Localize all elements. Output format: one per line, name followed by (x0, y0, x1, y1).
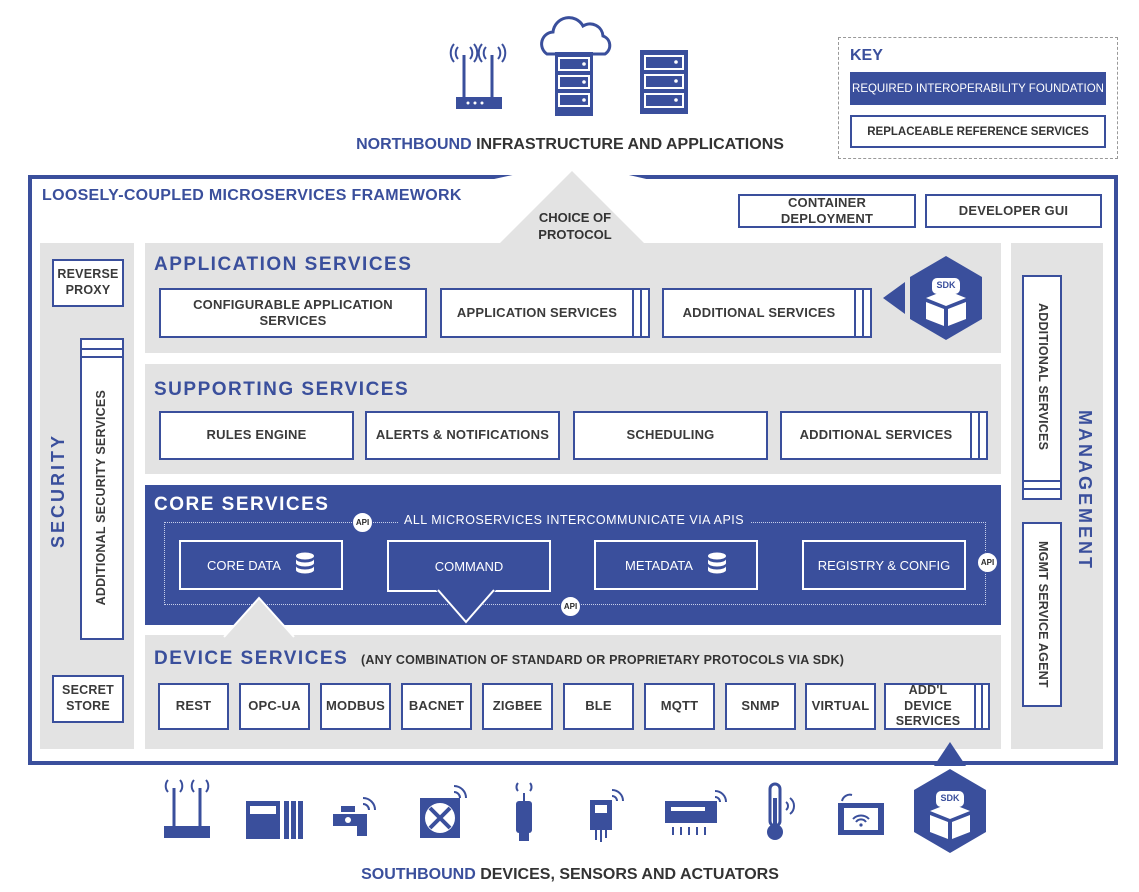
app-additional-services-box: ADDITIONAL SERVICES (662, 288, 872, 338)
supporting-services-title: SUPPORTING SERVICES (154, 379, 410, 400)
api-badge-top: API (352, 512, 373, 533)
arrow-up-icon (934, 742, 966, 766)
device-snmp-box: SNMP (725, 683, 796, 730)
stripes (1024, 488, 1060, 490)
cloud-server-icon (540, 16, 612, 116)
device-zigbee-box: ZIGBEE (482, 683, 553, 730)
device-addl-services-label: ADD'L DEVICE SERVICES (895, 683, 961, 729)
device-services-title: DEVICE SERVICES (ANY COMBINATION OF STAN… (154, 648, 844, 670)
metadata-label: METADATA (625, 557, 693, 573)
command-box: COMMAND (387, 540, 551, 592)
configurable-application-services-box: CONFIGURABLE APPLICATION SERVICES (159, 288, 427, 338)
scheduling-box: SCHEDULING (573, 411, 768, 460)
management-label: MANAGEMENT (1075, 410, 1095, 571)
meter-sensor-icon (590, 789, 624, 842)
device-services-title-text: DEVICE SERVICES (154, 648, 349, 669)
core-data-box: CORE DATA (179, 540, 343, 590)
stripes (862, 290, 864, 336)
application-services-title: APPLICATION SERVICES (154, 254, 413, 275)
water-valve-icon (333, 797, 376, 836)
southbound-title: SOUTHBOUND DEVICES, SENSORS AND ACTUATOR… (330, 866, 810, 884)
sup-additional-services-box: ADDITIONAL SERVICES (780, 411, 988, 460)
sdk-hexagon-icon (914, 769, 986, 853)
security-label: SECURITY (48, 432, 68, 548)
smart-thermostat-icon (838, 793, 884, 835)
core-services-title: CORE SERVICES (154, 494, 330, 515)
choice-of-protocol-label: CHOICE OF PROTOCOL (538, 210, 612, 242)
stripes (82, 348, 122, 350)
database-icon (295, 552, 314, 574)
additional-security-services-label: ADDITIONAL SECURITY SERVICES (94, 390, 109, 606)
server-rack-icon (640, 50, 688, 114)
mgmt-service-agent-box: MGMT SERVICE AGENT (1022, 522, 1062, 707)
stripes (854, 290, 856, 336)
device-opc-ua-box: OPC-UA (239, 683, 310, 730)
core-data-label: CORE DATA (207, 557, 281, 573)
smart-bulb-icon (515, 782, 533, 841)
choice-of-protocol-roof (485, 162, 655, 243)
device-modbus-box: MODBUS (320, 683, 391, 730)
key-required-swatch: REQUIRED INTEROPERABILITY FOUNDATION (850, 72, 1106, 105)
framework-title: LOOSELY-COUPLED MICROSERVICES FRAMEWORK (42, 187, 462, 204)
rules-engine-box: RULES ENGINE (159, 411, 354, 460)
secret-store-box: SECRET STORE (52, 675, 124, 723)
southbound-highlight: SOUTHBOUND (361, 866, 476, 883)
stripes (970, 413, 972, 458)
stripes (1024, 480, 1060, 482)
thermometer-icon (767, 782, 795, 840)
northbound-rest: INFRASTRUCTURE AND APPLICATIONS (476, 136, 784, 153)
api-badge-bottom: API (560, 596, 581, 617)
mgmt-service-agent-label: MGMT SERVICE AGENT (1035, 541, 1050, 688)
developer-gui-box: DEVELOPER GUI (925, 194, 1102, 228)
northbound-title: NORTHBOUND INFRASTRUCTURE AND APPLICATIO… (330, 136, 810, 154)
app-sdk-label: SDK (936, 280, 956, 290)
metadata-box: METADATA (594, 540, 758, 590)
key-title: KEY (850, 47, 883, 64)
reverse-proxy-box: REVERSE PROXY (52, 259, 124, 307)
key-legend: KEY REQUIRED INTEROPERABILITY FOUNDATION… (838, 37, 1118, 159)
alerts-notifications-box: ALERTS & NOTIFICATIONS (365, 411, 560, 460)
device-rest-box: REST (158, 683, 229, 730)
stripes (974, 685, 976, 728)
key-replaceable-swatch: REPLACEABLE REFERENCE SERVICES (850, 115, 1106, 148)
mgmt-additional-services-label: ADDITIONAL SERVICES (1035, 302, 1050, 451)
wifi-router-icon (449, 43, 507, 109)
southbound-rest: DEVICES, SENSORS AND ACTUATORS (480, 866, 779, 883)
stripes (978, 413, 980, 458)
device-addl-services-box: ADD'L DEVICE SERVICES (884, 683, 990, 730)
stripes (632, 290, 634, 336)
apis-note: ALL MICROSERVICES INTERCOMMUNICATE VIA A… (398, 513, 751, 527)
core-data-roof (223, 596, 295, 638)
plc-controller-icon (246, 801, 303, 839)
arrow-left-icon (883, 282, 905, 314)
command-callout-pointer (436, 589, 496, 624)
device-virtual-box: VIRTUAL (805, 683, 876, 730)
device-services-subtitle: (ANY COMBINATION OF STANDARD OR PROPRIET… (361, 653, 845, 667)
sup-additional-services-label: ADDITIONAL SERVICES (799, 427, 953, 443)
sdk-hexagon-icon (910, 256, 982, 340)
app-additional-services-label: ADDITIONAL SERVICES (682, 304, 836, 320)
device-mqtt-box: MQTT (644, 683, 715, 730)
registry-config-box: REGISTRY & CONFIG (802, 540, 966, 590)
device-sdk-label: SDK (940, 793, 960, 803)
device-bacnet-box: BACNET (401, 683, 472, 730)
application-services-box: APPLICATION SERVICES (440, 288, 650, 338)
mgmt-additional-services-box: ADDITIONAL SERVICES (1022, 275, 1062, 500)
northbound-highlight: NORTHBOUND (356, 136, 472, 153)
stripes (640, 290, 642, 336)
stripes (981, 685, 983, 728)
api-badge-right: API (977, 552, 998, 573)
additional-security-services-box: ADDITIONAL SECURITY SERVICES (80, 338, 124, 640)
stripes (82, 356, 122, 358)
database-icon (707, 552, 726, 574)
container-deployment-box: CONTAINER DEPLOYMENT (738, 194, 916, 228)
application-services-label: APPLICATION SERVICES (456, 304, 618, 320)
hvac-fan-icon (420, 785, 467, 838)
wifi-router-icon (164, 779, 210, 838)
device-ble-box: BLE (563, 683, 634, 730)
air-conditioner-icon (665, 790, 727, 835)
